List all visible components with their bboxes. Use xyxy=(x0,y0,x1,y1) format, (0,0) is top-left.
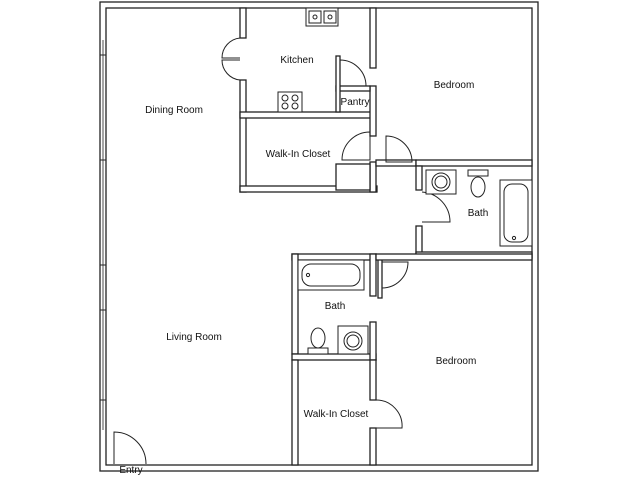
label-walk-in-closet-bottom: Walk-In Closet xyxy=(304,409,369,420)
bath-right-door[interactable] xyxy=(421,191,451,223)
left-windows xyxy=(100,40,106,430)
label-bedroom-bottom: Bedroom xyxy=(436,356,477,367)
closet-bottom-door[interactable] xyxy=(375,399,403,429)
bath-right-toilet-icon xyxy=(467,169,489,198)
label-pantry: Pantry xyxy=(341,97,370,108)
label-bedroom-top: Bedroom xyxy=(434,80,475,91)
label-walk-in-closet-top: Walk-In Closet xyxy=(266,149,331,160)
pantry-door[interactable] xyxy=(339,59,367,87)
kitchen-walls xyxy=(239,7,378,193)
bath-middle-door[interactable] xyxy=(381,261,409,289)
label-kitchen: Kitchen xyxy=(280,55,313,66)
label-living-room: Living Room xyxy=(166,332,222,343)
bath-middle-tub-icon xyxy=(297,259,365,291)
label-bath-middle: Bath xyxy=(325,301,346,312)
label-dining-room: Dining Room xyxy=(145,105,203,116)
bedroom-bottom-wall xyxy=(375,253,533,261)
bedroom-top-walls xyxy=(375,159,533,167)
label-bath-right: Bath xyxy=(468,208,489,219)
closet-bottom-walls xyxy=(291,359,377,466)
stove-icon xyxy=(277,91,303,113)
bath-right-sink-icon xyxy=(425,169,457,195)
label-entry: Entry xyxy=(119,465,142,476)
bath-middle-sink-icon xyxy=(337,325,369,355)
outer-wall xyxy=(99,1,539,472)
bath-middle-toilet-icon xyxy=(307,327,329,355)
entry-door[interactable] xyxy=(113,431,147,465)
bedroom-top-door[interactable] xyxy=(385,135,413,163)
closet-top-door[interactable] xyxy=(341,131,371,161)
kitchen-double-door[interactable] xyxy=(221,37,241,81)
bath-right-tub-icon xyxy=(499,179,533,247)
bath-middle-walls xyxy=(291,253,383,361)
sink-icon xyxy=(305,7,339,27)
outer-wall-inner xyxy=(105,7,533,466)
